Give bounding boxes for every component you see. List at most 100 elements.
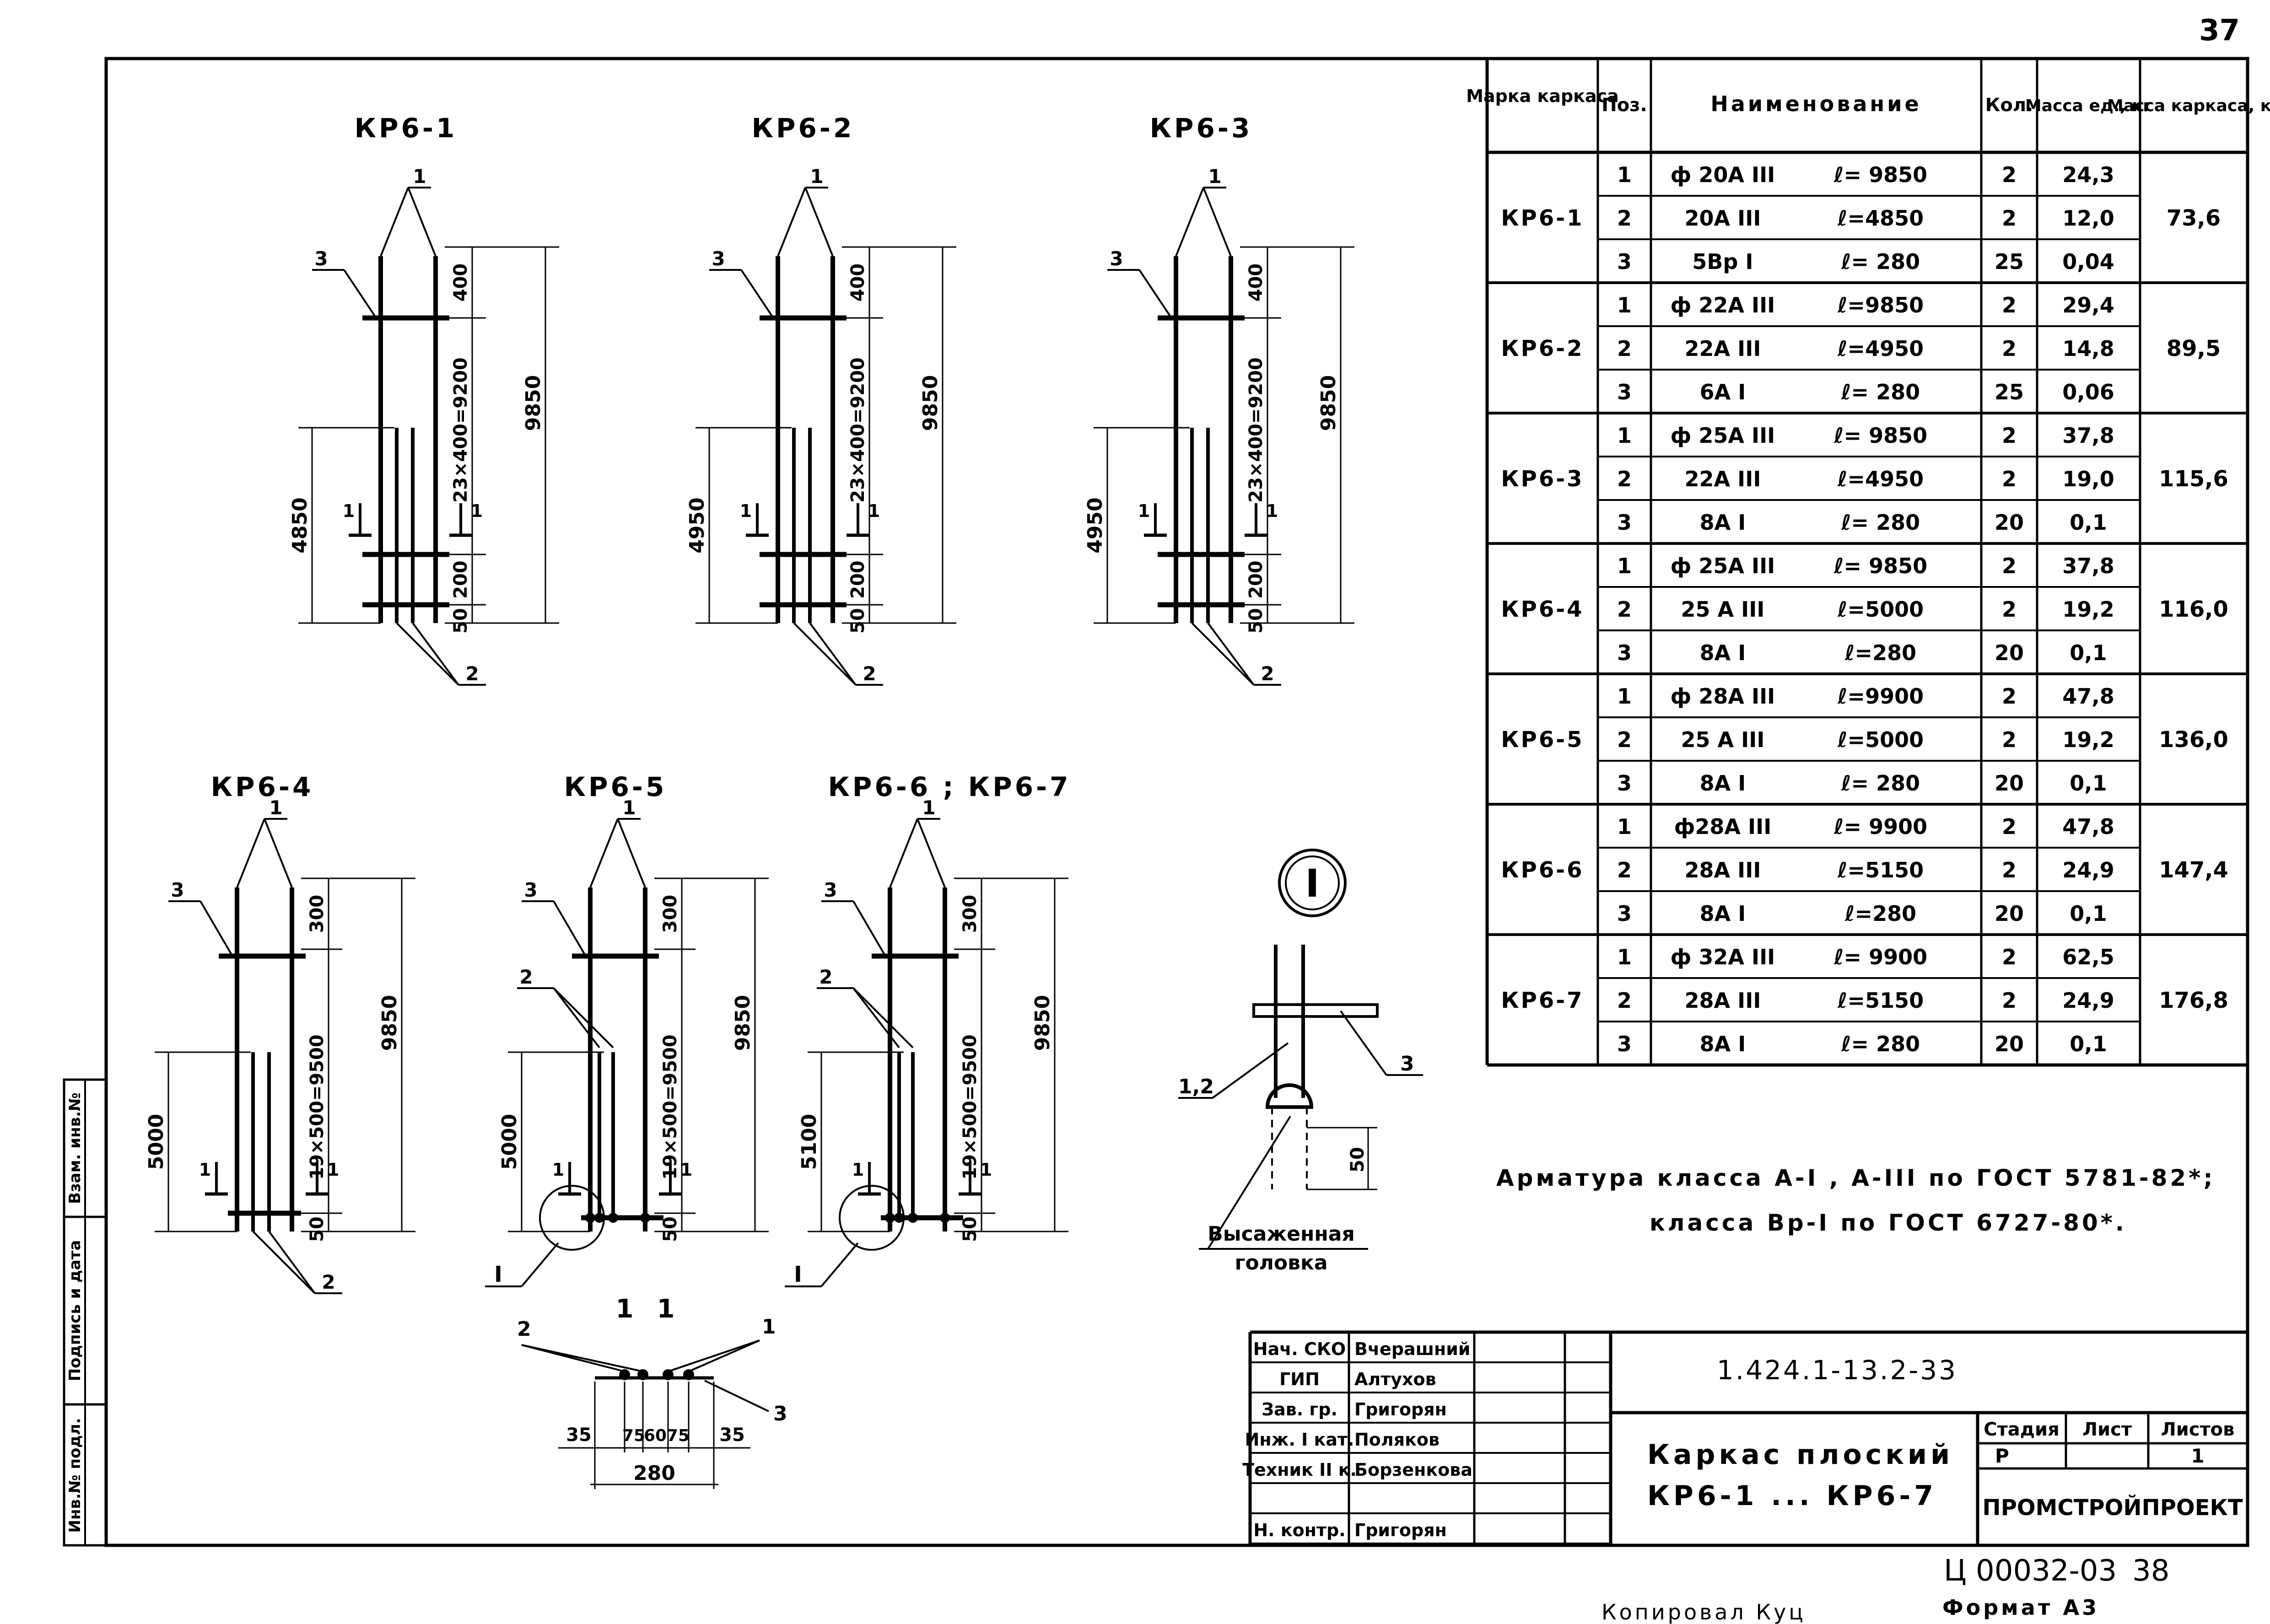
frame-label: КР6-6 ; КР6-7 (828, 771, 1071, 802)
cell-name: 8А I (1700, 901, 1746, 926)
dim-short: 4950 (1084, 497, 1107, 553)
sheet-header: Лист (2082, 1419, 2132, 1440)
staff-role: Техник II к. (1242, 1460, 1357, 1480)
dim-top: 300 (660, 895, 681, 933)
section-callout-2: 2 (517, 1317, 531, 1341)
cell-total: 147,4 (2159, 857, 2228, 883)
dim-top: 300 (960, 895, 981, 933)
cell-mass: 0,1 (2070, 640, 2107, 665)
cell-length: ℓ=280 (1844, 640, 1916, 665)
cell-length: ℓ=5000 (1837, 597, 1924, 622)
cell-name: 5Вр I (1692, 249, 1753, 274)
staff-row: Техник II к.Борзенкова (1242, 1460, 1472, 1480)
section-mark-left: 1 (740, 501, 752, 521)
cell-total: 176,8 (2159, 988, 2228, 1013)
sheets-value: 1 (2191, 1445, 2204, 1467)
cell-qty: 2 (2002, 988, 2017, 1013)
frame-label: КР6-1 (355, 113, 458, 144)
cell-qty: 2 (2002, 814, 2017, 839)
cell-total: 116,0 (2159, 597, 2228, 622)
staff-name: Григорян (1354, 1399, 1447, 1420)
cell-name: ф 25А III (1671, 554, 1775, 578)
staff-role: Нач. СКО (1253, 1339, 1346, 1359)
callout-2: 2 (1261, 662, 1274, 685)
cell-pos: 2 (1617, 858, 1632, 882)
detail-label-bar: 1,2 (1178, 1075, 1214, 1098)
section-dim-2: 60 (644, 1426, 667, 1445)
cell-mass: 0,1 (2070, 1032, 2107, 1056)
cell-mass: 0,04 (2062, 249, 2114, 274)
cell-mass: 24,9 (2062, 988, 2114, 1013)
cell-name: 8А I (1700, 510, 1746, 535)
th-name: Наименование (1710, 91, 1921, 116)
cell-length: ℓ=4850 (1837, 206, 1924, 231)
cell-length: ℓ=9900 (1837, 684, 1924, 709)
section-mark-left: 1 (552, 1160, 564, 1180)
title-line-1: Каркас плоский (1647, 1439, 1953, 1471)
cell-mark: КР6-1 (1501, 205, 1584, 231)
detail-view: I 50 1,2 3 Высаженная головка (1178, 849, 1423, 1274)
cell-name: 28А III (1685, 858, 1761, 882)
dim-top: 400 (847, 263, 868, 302)
cell-mark: КР6-3 (1501, 466, 1584, 492)
callout-3: 3 (712, 247, 725, 270)
cell-name: 22А III (1685, 336, 1761, 361)
staff-name: Борзенкова (1354, 1460, 1472, 1480)
callout-1: 1 (922, 796, 935, 819)
cell-pos: 1 (1617, 162, 1632, 187)
cell-name: 25 А III (1681, 727, 1765, 752)
cell-length: ℓ= 280 (1841, 380, 1920, 404)
detail-ref-label: I (794, 1262, 802, 1287)
stage-header: Стадия (1984, 1419, 2060, 1440)
dim-end: 50 (1246, 608, 1267, 634)
cell-qty: 2 (2002, 684, 2017, 709)
cell-qty: 2 (2002, 336, 2017, 361)
dim-end: 50 (450, 608, 471, 634)
dim-total: 9850 (1317, 375, 1340, 431)
cell-pos: 3 (1617, 901, 1632, 926)
cell-name: ф 32А III (1671, 945, 1775, 969)
title-block: 1.424.1-13.2-33 Каркас плоский КР6-1 ...… (1242, 1330, 2248, 1545)
cell-length: ℓ= 280 (1841, 771, 1920, 796)
organization: ПРОМСТРОЙПРОЕКТ (1983, 1495, 2243, 1521)
callout-1: 1 (622, 796, 636, 819)
staff-role: Н. контр. (1253, 1520, 1345, 1540)
callout-1: 1 (810, 165, 823, 188)
callout-3: 3 (171, 879, 184, 901)
dim-spacing: 23×400=9200 (450, 357, 471, 503)
cell-name: 20А III (1685, 206, 1761, 231)
dim-top: 300 (307, 895, 328, 933)
side-stamp-inv: Инв.№ подл. (66, 1418, 84, 1533)
dim-short: 5000 (145, 1114, 168, 1170)
cell-mass: 47,8 (2062, 814, 2114, 839)
archive-number: Ц 00032-03 (1944, 1554, 2117, 1588)
frame-label: КР6-2 (752, 113, 855, 144)
cell-pos: 1 (1617, 423, 1632, 448)
sheets-header: Листов (2161, 1419, 2235, 1440)
cell-mass: 62,5 (2062, 945, 2114, 969)
cell-qty: 2 (2002, 162, 2017, 187)
cell-qty: 25 (1995, 380, 2024, 404)
cell-qty: 20 (1995, 901, 2024, 926)
dim-end: 50 (847, 608, 868, 634)
cell-qty: 20 (1995, 1032, 2024, 1056)
cell-length: ℓ=4950 (1837, 467, 1924, 491)
cell-name: 8А I (1700, 1032, 1746, 1056)
staff-row: Инж. I кат.Поляков (1245, 1430, 1440, 1450)
cell-mass: 47,8 (2062, 684, 2114, 709)
detail-ref-label: I (494, 1262, 502, 1287)
cell-pos: 3 (1617, 640, 1632, 665)
cell-pos: 2 (1617, 597, 1632, 622)
dim-spacing: 19×500=9500 (960, 1034, 981, 1180)
section-mark-left: 1 (199, 1160, 211, 1180)
callout-1: 1 (1208, 165, 1221, 188)
note-line-1: Арматура класса А-I , А-III по ГОСТ 5781… (1496, 1165, 2215, 1191)
